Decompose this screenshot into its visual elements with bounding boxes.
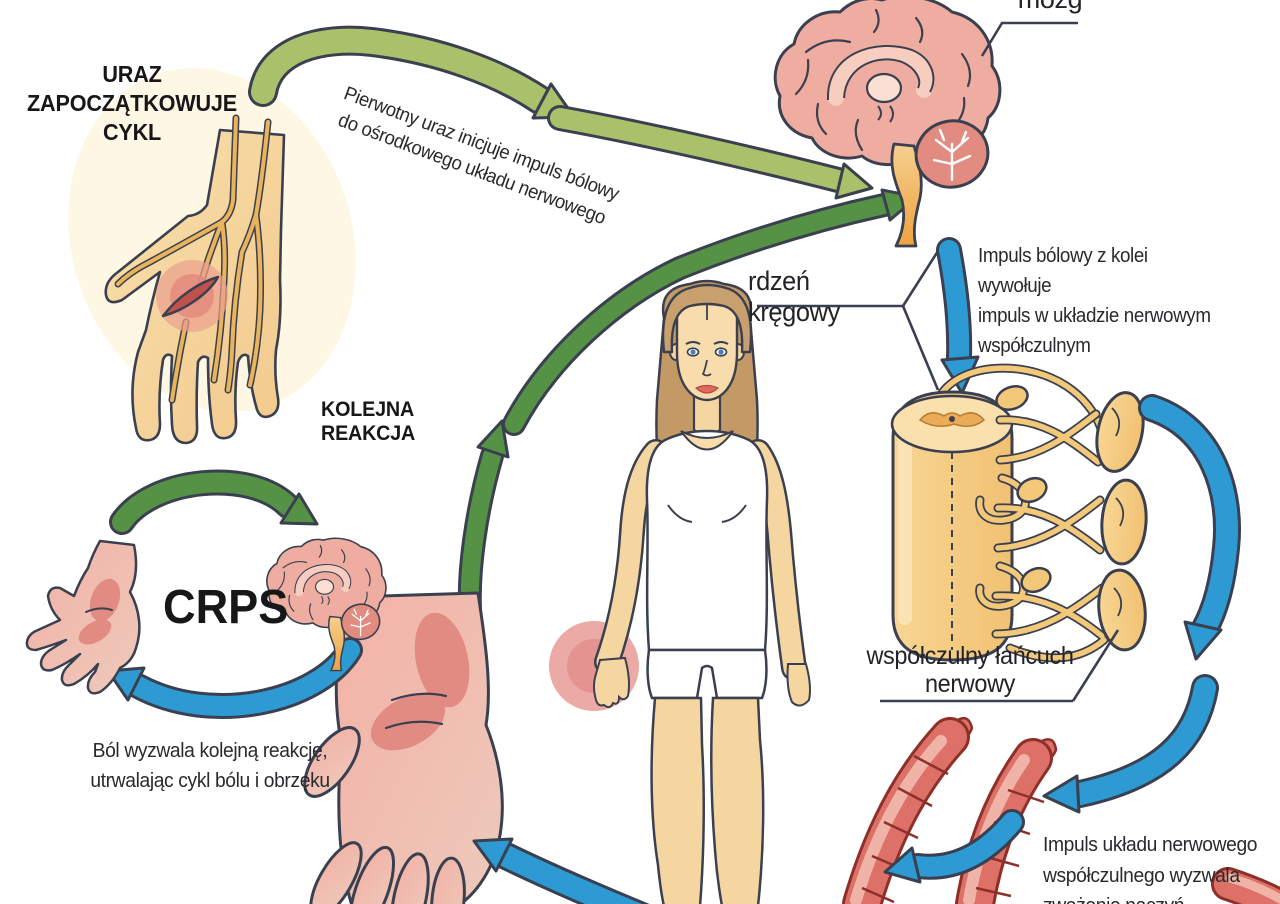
ganglion (1100, 478, 1148, 566)
swelling-patch (414, 612, 470, 708)
leg (710, 696, 765, 904)
sympathetic-chain-illustration (975, 385, 1148, 663)
hand (786, 663, 811, 707)
title-injury-starts-cycle: URAZ ZAPOCZĄTKOWUJE CYKL (14, 60, 251, 147)
ganglion (1095, 391, 1145, 473)
crps-cycle-blue-arrow (106, 637, 363, 719)
blood-vessels-illustration (842, 716, 1280, 904)
label-brain: mózg (1012, 0, 1088, 15)
lips (694, 384, 720, 394)
label-next-reaction: KOLEJNA REAKCJA (321, 398, 416, 445)
arrow-vessel-constriction (883, 809, 1025, 884)
label-spinal-cord: rdzeń kręgowy (748, 266, 840, 327)
woman-figure (549, 279, 811, 904)
crps-hand-illustration (25, 539, 141, 695)
arrow-to-vessels (1042, 674, 1219, 814)
crps-cycle-green-arrow (109, 469, 319, 535)
eyes (685, 341, 729, 357)
arrow-next-reaction-to-brain (502, 188, 919, 436)
arrow-primary-impulse-1 (248, 25, 576, 120)
caption-pain-cycle: Ból wyzwala kolejną reakcję, utrwalając … (90, 739, 330, 792)
label-crps: CRPS (163, 581, 289, 634)
label-sympathetic-chain: współczulny łańcuch nerwowy (866, 642, 1074, 698)
ganglion (1097, 568, 1147, 652)
title-line-1: URAZ ZAPOCZĄTKOWUJE (27, 61, 237, 116)
caption-pain-impulse: Impuls bólowy z kolei wywołuje impuls w … (978, 245, 1211, 357)
mozg-callout-line (980, 21, 1078, 57)
hand (593, 656, 630, 709)
title-line-2: CYKL (102, 119, 162, 145)
arrow-brain-to-sympathetic (936, 237, 980, 395)
wound-cut (161, 275, 220, 318)
injured-hand-illustration (68, 68, 356, 445)
arrow-back-to-hand (472, 837, 650, 904)
arrow-primary-impulse-2 (547, 105, 874, 200)
leg (650, 696, 705, 904)
wspolczulny-callout-lines (880, 629, 1120, 703)
shorts (646, 648, 768, 700)
swollen-hand-illustration (303, 591, 504, 904)
caption-sympathetic-impulse: Impuls układu nerwowego współczulnego wy… (1043, 830, 1269, 904)
caption-clipped-line: zwężenie naczyń krwionośnych (1043, 891, 1269, 904)
arrow-chain-down-right (1138, 394, 1241, 661)
tank-top (645, 429, 769, 652)
